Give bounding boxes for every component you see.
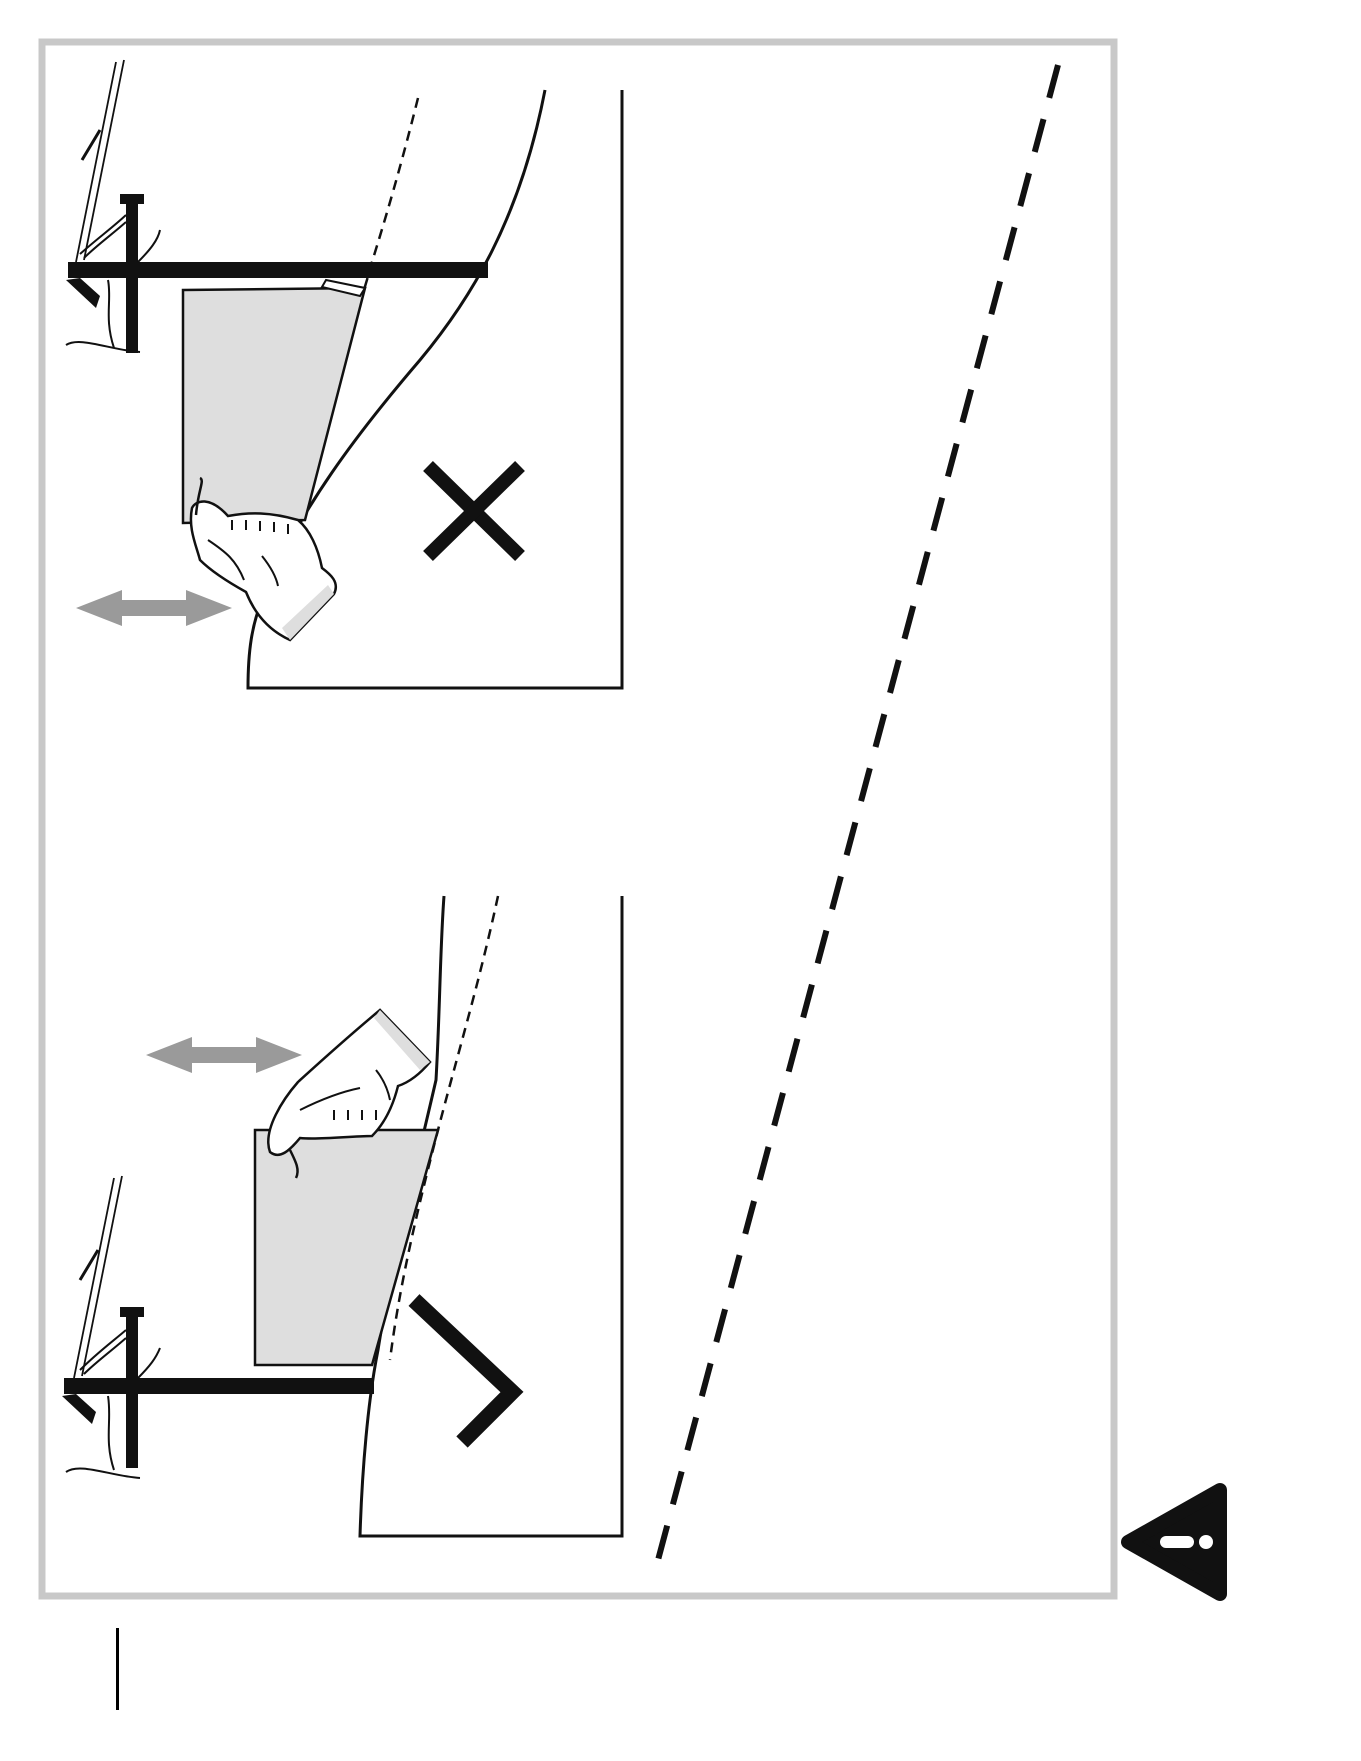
illustration-incorrect bbox=[66, 60, 622, 688]
double-arrow-icon bbox=[146, 1037, 302, 1073]
paper-sheet-icon bbox=[183, 288, 365, 523]
double-arrow-icon bbox=[76, 590, 232, 626]
cross-icon bbox=[428, 466, 520, 556]
check-icon bbox=[414, 1300, 512, 1442]
paper-path-dashed bbox=[390, 896, 498, 1360]
warning-triangle-icon bbox=[1128, 1490, 1220, 1594]
divider-dashed-line bbox=[658, 65, 1058, 1560]
page-marker bbox=[116, 1628, 119, 1710]
illustration-correct bbox=[62, 896, 622, 1536]
